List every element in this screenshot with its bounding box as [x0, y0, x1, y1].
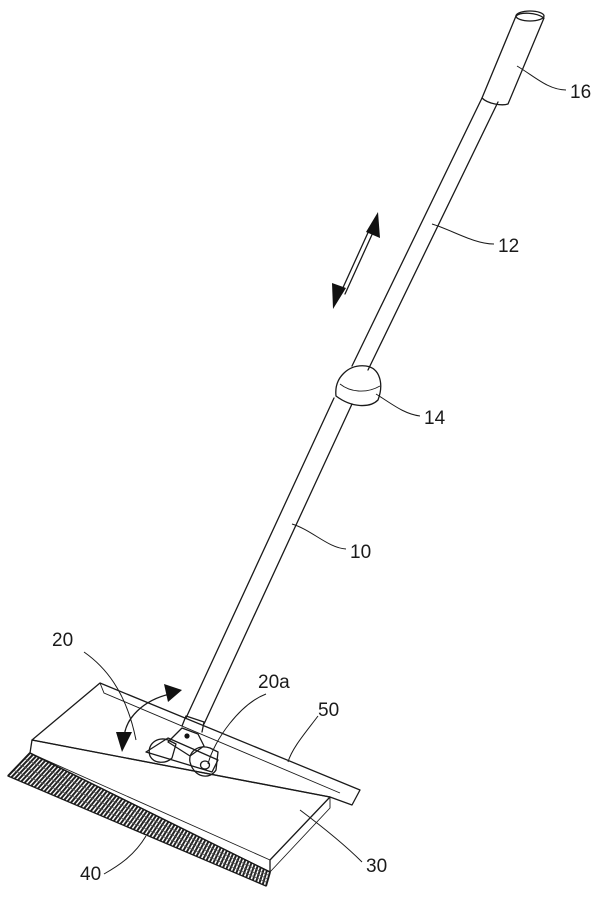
- label-20a: 20a: [258, 672, 290, 693]
- base-front-edge: [30, 753, 270, 860]
- swivel-left-ear: [149, 739, 176, 762]
- joint-ring: [340, 384, 380, 391]
- leader-50: [288, 716, 318, 762]
- label-40: 40: [80, 864, 101, 885]
- leader-14: [376, 394, 420, 416]
- leader-16: [517, 66, 566, 90]
- bristle-band: [25, 759, 270, 876]
- leader-40: [104, 836, 146, 874]
- swivel-bracket-20: [146, 716, 218, 776]
- swivel-base-plate: [146, 738, 218, 772]
- reference-labels: 16 12 14 10 20 20a 50 30 40: [52, 82, 591, 885]
- label-10: 10: [350, 542, 371, 563]
- label-12: 12: [498, 236, 519, 257]
- leader-12: [432, 224, 494, 244]
- label-30: 30: [366, 856, 387, 877]
- label-14: 14: [424, 408, 446, 429]
- bristle-band: [19, 765, 268, 880]
- brush-head: [8, 683, 360, 886]
- leader-lines: [84, 66, 566, 874]
- label-20: 20: [52, 630, 73, 651]
- telescoping-arrow: [332, 212, 380, 309]
- base-side-edge: [270, 797, 330, 872]
- swivel-pin-20a: [184, 733, 189, 738]
- bristle-band: [14, 770, 268, 882]
- leader-10: [292, 524, 346, 549]
- leader-20a: [208, 694, 266, 764]
- label-16: 16: [570, 82, 591, 103]
- bristles-40: [8, 753, 270, 886]
- label-50: 50: [318, 700, 339, 721]
- grip-16: [482, 13, 544, 105]
